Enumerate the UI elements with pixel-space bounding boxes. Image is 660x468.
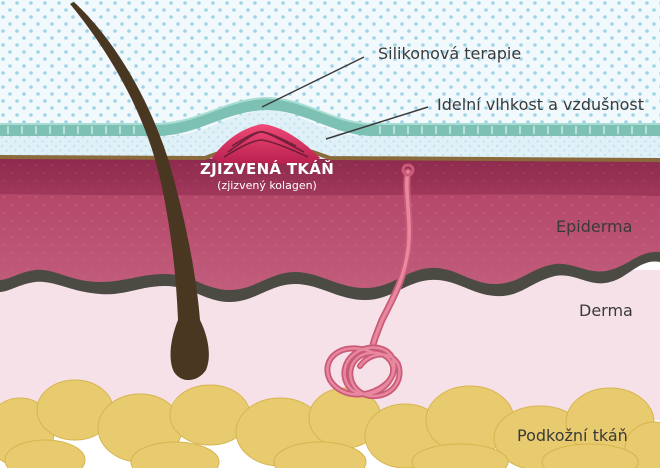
scar-collagen-lines [223,130,309,158]
moisture-leader-line [325,106,429,140]
fat-cells [0,379,660,468]
label-scar-tissue: ZJIZVENÁ TKÁŇ [200,160,335,178]
moisture-dots [0,110,660,162]
silicone-leader-line [261,56,365,108]
scar-mound [212,124,320,164]
label-scar-tissue-sub: (zjizvený kolagen) [217,179,317,192]
label-silicone-therapy: Silikonová terapie [378,44,522,63]
silicone-top-line [0,96,660,125]
label-moisture: Idelní vlhkost a vzdušnost [437,95,644,114]
label-epidermis: Epiderma [556,217,633,236]
label-subcutaneous: Podkožní tkáň [517,426,628,445]
label-dermis: Derma [579,301,633,320]
sweat-pore [401,163,415,177]
sweat-duct-inner [370,170,411,354]
sweat-gland-coil [324,344,403,400]
silicone-sheet [0,98,660,136]
hair-shaft [70,2,209,381]
